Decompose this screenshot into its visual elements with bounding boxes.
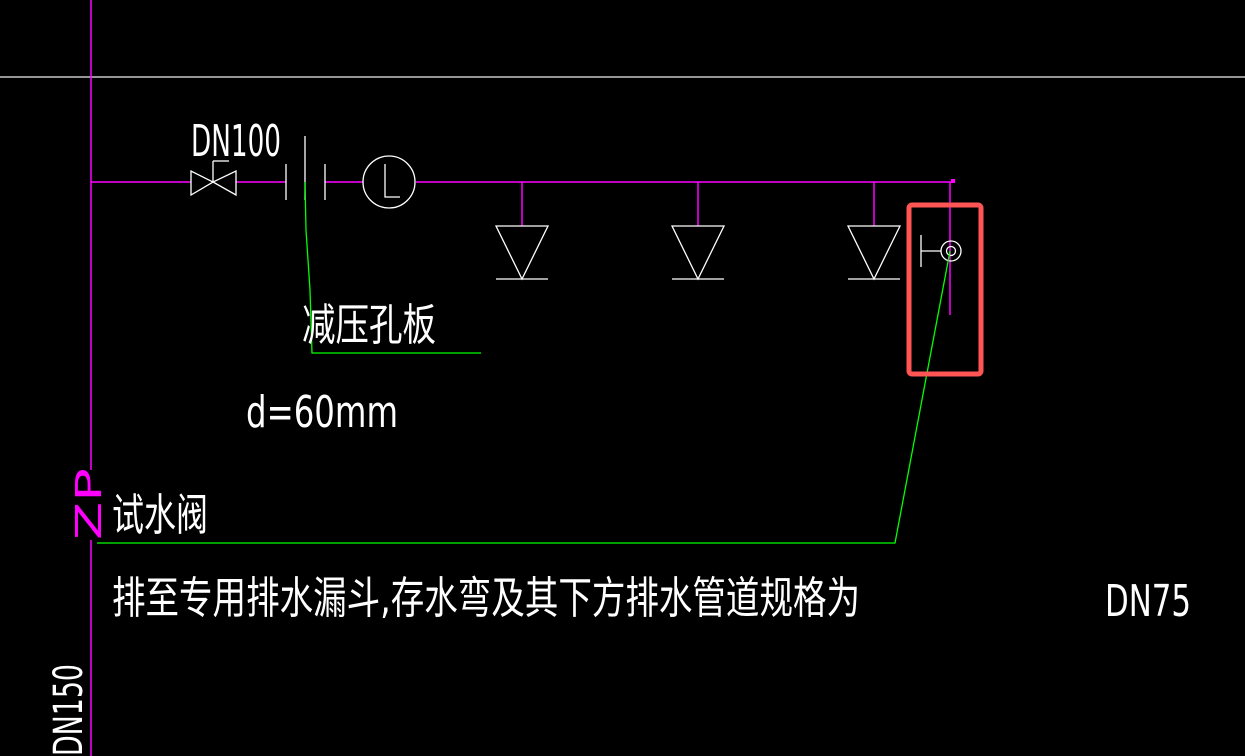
test-valve-label: 试水阀 xyxy=(112,490,208,541)
sprinkler-head-icon xyxy=(670,225,726,281)
test-valve-leader-line xyxy=(97,250,951,544)
orifice-plate-label: 减压孔板 xyxy=(302,300,436,351)
drain-note-label: 排至专用排水漏斗,存水弯及其下方排水管道规格为 xyxy=(112,573,860,624)
riser-size-label: DN150 xyxy=(46,664,92,756)
riser-tag-label: ZP xyxy=(69,468,110,540)
highlight-box xyxy=(906,202,984,377)
valve-size-label: DN100 xyxy=(191,116,281,167)
test-valve-icon[interactable] xyxy=(920,235,962,267)
sprinkler-head-icon xyxy=(846,225,902,281)
sprinkler-3[interactable] xyxy=(846,182,902,281)
orifice-diameter-label: d=60mm xyxy=(246,387,398,438)
gate-valve-icon[interactable] xyxy=(190,160,237,197)
flow-indicator-icon[interactable] xyxy=(362,155,416,209)
drain-size-label: DN75 xyxy=(1105,576,1191,627)
orifice-leader-line xyxy=(304,181,481,354)
branch-pipe[interactable] xyxy=(91,179,955,183)
sprinkler-head-icon xyxy=(494,225,550,281)
sprinkler-2[interactable] xyxy=(670,182,726,281)
sprinkler-1[interactable] xyxy=(494,182,550,281)
